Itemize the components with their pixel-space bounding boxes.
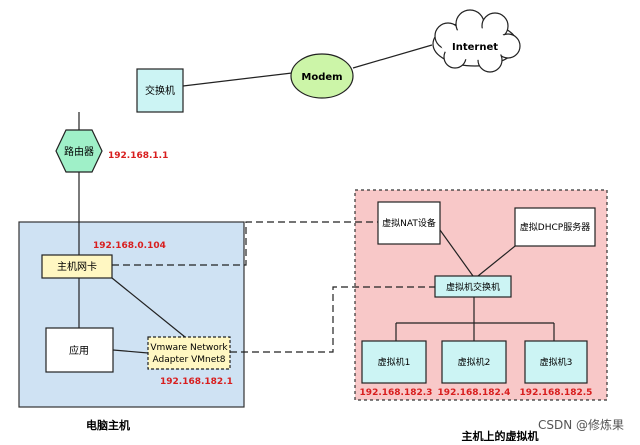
switch-node xyxy=(136,68,184,113)
vmnet8-label-line2: Adapter VMnet8 xyxy=(153,355,226,365)
modem-node xyxy=(290,53,354,99)
host-nic-node xyxy=(41,254,113,279)
vm3-ip: 192.168.182.5 xyxy=(520,388,593,398)
vmnet8-node xyxy=(147,336,231,370)
switch-modem-link xyxy=(182,72,293,87)
modem-internet-link xyxy=(352,44,433,69)
vm2-ip: 192.168.182.4 xyxy=(438,388,511,398)
app-label: 应用 xyxy=(69,344,89,357)
nic-vmnet8-link xyxy=(111,277,186,338)
internet-label: Internet xyxy=(452,42,498,53)
vm1-node xyxy=(361,340,427,384)
host-nic-label: 主机网卡 xyxy=(57,260,97,273)
vmnet8-switch-dashed-link xyxy=(230,286,435,353)
virtual-dhcp-label: 虚拟DHCP服务器 xyxy=(520,221,590,233)
virtual-switch-node xyxy=(434,275,512,298)
nat-switch-link xyxy=(439,229,474,277)
virtual-switch-label: 虚拟机交换机 xyxy=(446,281,500,293)
modem-label: Modem xyxy=(301,72,342,83)
vm-area-label: 主机上的虚拟机 xyxy=(462,429,539,441)
vm2-label: 虚拟机2 xyxy=(458,356,491,368)
watermark: CSDN @修炼果 xyxy=(538,417,624,432)
vm1-label: 虚拟机1 xyxy=(378,356,411,368)
router-ip: 192.168.1.1 xyxy=(108,151,168,161)
internet-cloud-icon xyxy=(432,9,521,73)
vm3-node xyxy=(524,340,588,384)
vmnet8-ip: 192.168.182.1 xyxy=(160,377,233,387)
vm1-ip: 192.168.182.3 xyxy=(360,388,433,398)
app-node xyxy=(45,327,114,373)
dashed-connectors xyxy=(112,221,435,353)
router-label: 路由器 xyxy=(64,145,94,158)
virtual-nat-node xyxy=(377,201,441,245)
virtual-dhcp-node xyxy=(514,207,596,247)
vm2-node xyxy=(441,340,507,384)
nic-nat-dashed-link xyxy=(112,221,378,266)
host-group-label: 电脑主机 xyxy=(86,418,130,432)
host-nic-ip: 192.168.0.104 xyxy=(93,241,166,251)
router-node xyxy=(55,129,103,173)
switch-label: 交换机 xyxy=(145,84,175,97)
vmnet8-label-line1: Vmware Network xyxy=(150,343,228,353)
app-vmnet8-link xyxy=(112,349,149,354)
host-group-box xyxy=(18,221,245,408)
vm3-label: 虚拟机3 xyxy=(540,356,573,368)
connectors xyxy=(78,44,555,354)
virtual-nat-label: 虚拟NAT设备 xyxy=(382,217,436,229)
